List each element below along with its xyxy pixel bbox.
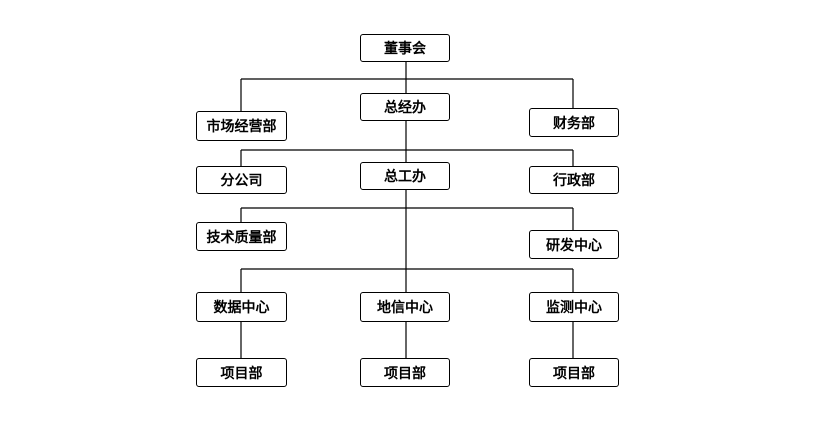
node-data-center: 数据中心 bbox=[196, 292, 287, 322]
node-tech-quality: 技术质量部 bbox=[196, 222, 287, 251]
node-branch: 分公司 bbox=[196, 166, 287, 194]
node-geo-info-center: 地信中心 bbox=[360, 292, 450, 322]
node-gm-office: 总经办 bbox=[360, 93, 450, 121]
node-project-dept-1: 项目部 bbox=[196, 358, 287, 387]
node-project-dept-2: 项目部 bbox=[360, 358, 450, 387]
node-finance: 财务部 bbox=[529, 108, 619, 137]
node-marketing: 市场经营部 bbox=[196, 111, 287, 141]
node-admin: 行政部 bbox=[529, 166, 619, 194]
node-chief-engineer: 总工办 bbox=[360, 162, 450, 190]
node-board: 董事会 bbox=[360, 34, 450, 62]
node-rnd: 研发中心 bbox=[529, 230, 619, 259]
node-survey-center: 监测中心 bbox=[529, 292, 619, 322]
node-project-dept-3: 项目部 bbox=[529, 358, 619, 387]
